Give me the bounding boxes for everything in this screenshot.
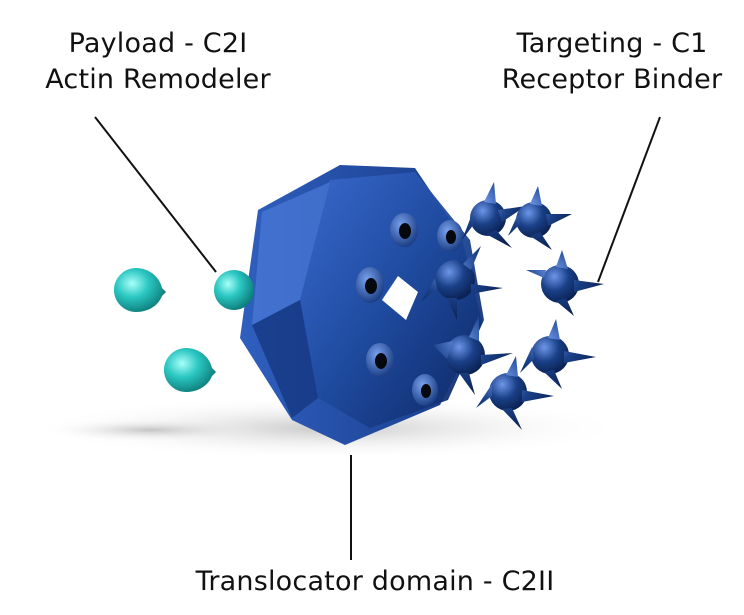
payload-leader-line [94,116,217,273]
payload-sphere [214,270,254,310]
translocator-label: Translocator domain - C2II [195,566,555,597]
receptor-binder [526,250,604,316]
receptor-binder [520,319,596,389]
targeting-label: Targeting - C1 Receptor Binder [494,26,730,98]
payload-label-line2: Actin Remodeler [45,64,271,95]
pore [356,267,384,303]
receptor-binder [421,246,503,320]
pore [366,343,394,377]
pore [390,213,418,247]
payload-label: Payload - C2I Actin Remodeler [40,26,276,98]
pore [437,220,463,252]
leader-lines [94,116,661,560]
central-channel [382,276,418,320]
payload-label-line1: Payload - C2I [68,28,248,59]
translocator-domain [240,165,484,445]
receptor-binder [433,315,513,395]
targeting-label-line1: Targeting - C1 [516,28,708,59]
translocator-bevel [252,182,330,325]
payload-sphere [114,268,166,312]
translocator-pores [356,213,463,406]
receptor-binder [462,182,526,248]
receptor-binder [508,186,572,250]
payload-sphere [164,348,216,392]
translocator-bevel [252,300,318,418]
payload-spheres [114,268,254,392]
receptor-binder [476,356,554,430]
pore [412,374,438,406]
targeting-leader-line [597,116,661,283]
targeting-label-line2: Receptor Binder [501,64,723,95]
floor-shadow [40,418,260,442]
receptor-binders [421,182,604,430]
